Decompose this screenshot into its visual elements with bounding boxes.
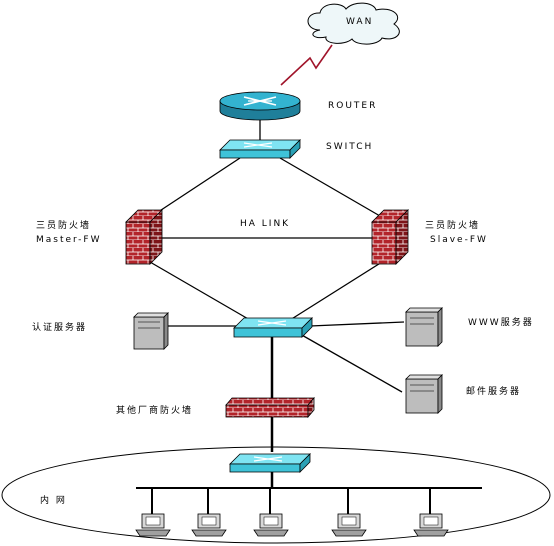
core-switch-icon[interactable] bbox=[233, 317, 313, 338]
wan-cloud-icon bbox=[307, 2, 400, 45]
other-fw-label: 其他厂商防火墙 bbox=[116, 404, 193, 416]
mail-server-icon[interactable] bbox=[405, 374, 443, 414]
intranet-label: 内 网 bbox=[40, 494, 67, 506]
link-fw-right-core bbox=[289, 261, 383, 321]
top-switch-icon[interactable] bbox=[219, 139, 301, 159]
router-label: ROUTER bbox=[328, 101, 377, 111]
link-core-www bbox=[309, 321, 405, 327]
link-switch-fw-right bbox=[279, 157, 381, 217]
intranet-switch-icon[interactable] bbox=[229, 453, 311, 473]
link-core-mail bbox=[299, 333, 403, 393]
mail-server-label: 邮件服务器 bbox=[466, 385, 521, 397]
link-switch-fw-left bbox=[151, 157, 241, 217]
wan-lightning-icon bbox=[280, 44, 333, 86]
router-icon[interactable] bbox=[219, 91, 301, 121]
slave-firewall-icon[interactable] bbox=[371, 209, 409, 265]
intranet-zone bbox=[1, 446, 551, 544]
other-vendor-firewall-icon[interactable] bbox=[225, 396, 315, 419]
pc-icon-5[interactable] bbox=[413, 513, 449, 537]
master-firewall-icon[interactable] bbox=[125, 209, 163, 265]
master-fw-name: 三员防火墙 bbox=[36, 219, 91, 231]
master-fw-role: Master-FW bbox=[36, 235, 101, 245]
slave-fw-name: 三员防火墙 bbox=[425, 219, 480, 231]
pc-icon-1[interactable] bbox=[135, 513, 171, 537]
ha-link-label: HA LINK bbox=[240, 219, 290, 229]
pc-icon-2[interactable] bbox=[191, 513, 227, 537]
switch-label: SWITCH bbox=[326, 142, 373, 152]
pc-icon-3[interactable] bbox=[253, 513, 289, 537]
wan-label: WAN bbox=[346, 17, 373, 27]
www-server-icon[interactable] bbox=[405, 307, 443, 347]
auth-server-label: 认证服务器 bbox=[32, 321, 87, 333]
www-server-label: WWW服务器 bbox=[468, 316, 534, 328]
auth-server-icon[interactable] bbox=[133, 312, 169, 350]
pc-icon-4[interactable] bbox=[331, 513, 367, 537]
connections bbox=[136, 116, 482, 515]
slave-fw-role: Slave-FW bbox=[430, 235, 488, 245]
link-fw-left-core bbox=[149, 261, 251, 321]
